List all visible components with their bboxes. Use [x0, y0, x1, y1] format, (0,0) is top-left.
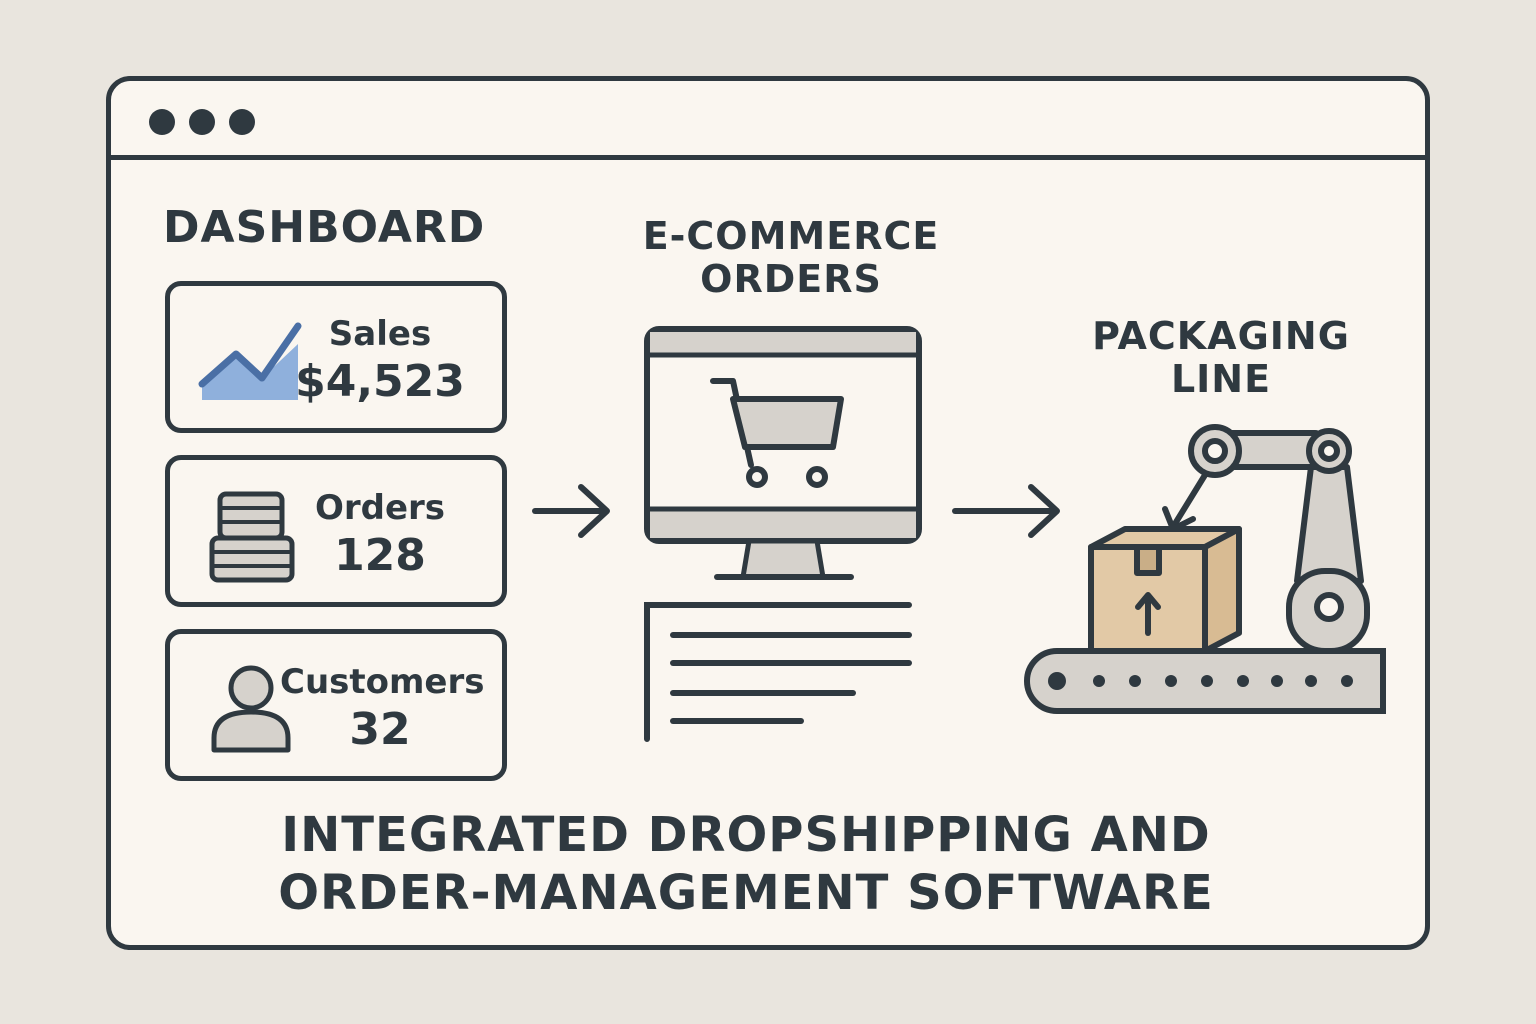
packaging-line-title: PACKAGING LINE [1092, 314, 1350, 401]
customers-value: 32 [349, 704, 411, 755]
person-icon [211, 665, 291, 753]
customers-card[interactable]: Customers 32 [165, 629, 507, 781]
main-title: INTEGRATED DROPSHIPPING AND ORDER-MANAGE… [278, 807, 1214, 921]
window-close-dot[interactable] [149, 109, 175, 135]
customers-label: Customers [280, 662, 485, 702]
line-chart-icon [198, 322, 302, 400]
document-lines-icon [644, 602, 912, 742]
dashboard-title: DASHBOARD [163, 202, 486, 253]
sales-label: Sales [328, 314, 432, 354]
package-box-icon [1088, 526, 1242, 654]
robot-arm-icon [1162, 424, 1370, 654]
window-minimize-dot[interactable] [189, 109, 215, 135]
arrow-right-icon [952, 484, 1060, 538]
sales-card[interactable]: Sales $4,523 [165, 281, 507, 433]
arrow-right-icon [532, 484, 610, 538]
orders-value: 128 [334, 530, 426, 581]
window-maximize-dot[interactable] [229, 109, 255, 135]
shopping-cart-icon [710, 378, 844, 488]
app-window: DASHBOARD Sales $4,523 Orders 128 Custom… [106, 76, 1430, 950]
ecommerce-orders-title: E-COMMERCE ORDERS [642, 214, 940, 301]
sales-value: $4,523 [295, 356, 465, 407]
orders-card[interactable]: Orders 128 [165, 455, 507, 607]
orders-label: Orders [314, 488, 446, 528]
conveyor-belt-icon [1024, 648, 1386, 714]
shopping-cart-monitor-icon [644, 326, 922, 580]
stacked-boxes-icon [209, 491, 295, 583]
window-titlebar [111, 81, 1425, 160]
workflow-illustration [532, 326, 1386, 742]
